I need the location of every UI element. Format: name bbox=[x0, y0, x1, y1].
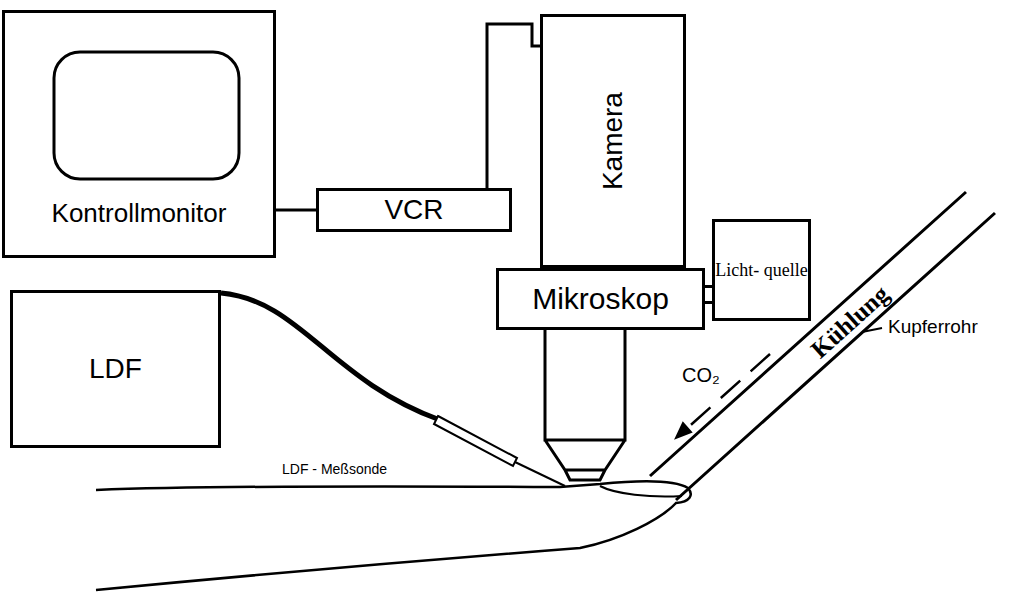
connector bbox=[705, 287, 712, 303]
arrow-head bbox=[676, 423, 691, 438]
microscope-objective bbox=[545, 330, 625, 480]
node-label: Kontrollmonitor bbox=[52, 199, 227, 229]
copper-tube bbox=[650, 192, 995, 500]
node-label: Licht- quelle bbox=[715, 260, 807, 281]
node-label: LDF bbox=[89, 353, 142, 385]
node-label: Kamera bbox=[597, 92, 629, 190]
probe-label: LDF - Meßsonde bbox=[280, 461, 389, 477]
microscope-box: Mikroskop bbox=[496, 268, 705, 330]
monitor-screen bbox=[52, 50, 242, 182]
node-label: Mikroskop bbox=[532, 282, 669, 317]
cooling-label: Kühlung bbox=[804, 279, 896, 366]
node-label: VCR bbox=[384, 194, 443, 226]
connector bbox=[487, 24, 540, 188]
connector bbox=[276, 210, 316, 211]
camera-box: Kamera bbox=[540, 14, 686, 268]
ldf-probe-tip bbox=[515, 462, 565, 486]
fingernail bbox=[600, 486, 682, 497]
monitor-box: Kontrollmonitor bbox=[2, 10, 276, 258]
ldf-probe bbox=[434, 416, 517, 466]
vcr-box: VCR bbox=[316, 188, 512, 232]
gas-label: CO₂ bbox=[680, 364, 722, 387]
finger-outline bbox=[96, 481, 691, 590]
leader-line bbox=[862, 328, 882, 332]
ldf-cable bbox=[221, 293, 440, 420]
ldf-box: LDF bbox=[10, 290, 221, 448]
light-source-box: Licht- quelle bbox=[712, 219, 811, 321]
tube-label: Kupferrohr bbox=[886, 316, 980, 338]
